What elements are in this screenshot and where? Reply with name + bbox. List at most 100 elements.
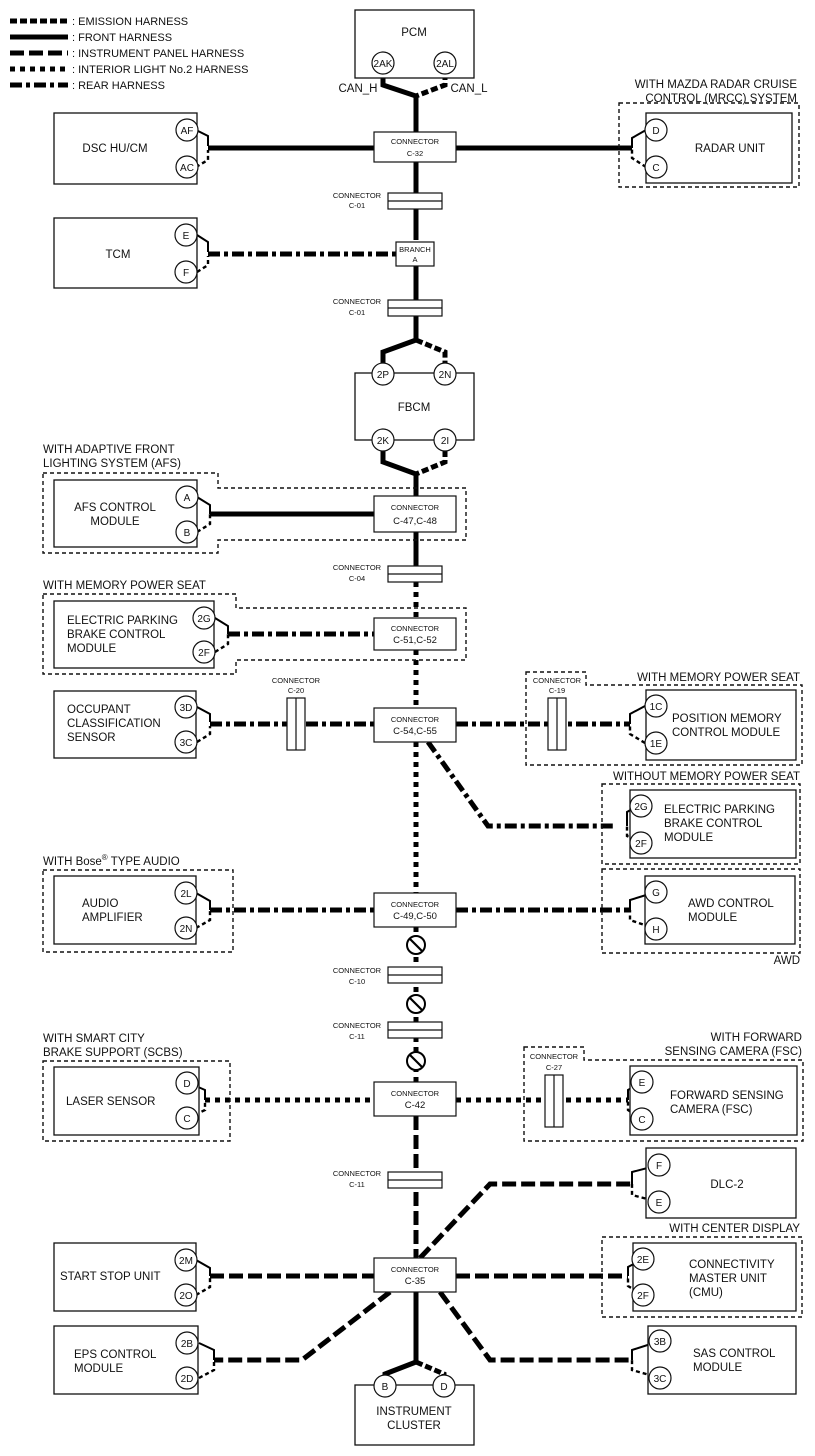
eps-pin-2d: 2D xyxy=(181,1374,194,1385)
afs-label-line1: AFS CONTROL xyxy=(74,502,156,514)
fbcm-label: FBCM xyxy=(398,402,431,414)
module-epb1: ELECTRIC PARKING BRAKE CONTROL MODULE 2G… xyxy=(53,600,216,669)
audio-label-line2: AMPLIFIER xyxy=(82,912,143,924)
awd-option-border xyxy=(601,868,801,954)
svg-text:CONNECTOR: CONNECTOR xyxy=(391,137,440,146)
fsc-option-border xyxy=(523,1046,804,1142)
connector-c32: CONNECTOR C-32 xyxy=(373,131,457,163)
connector-c42: CONNECTOR C-42 xyxy=(373,1081,457,1117)
svg-text:CONNECTOR: CONNECTOR xyxy=(391,900,440,909)
connector-c11-b: CONNECTOR C-11 xyxy=(333,1169,443,1189)
fbcm-pin-2i: 2I xyxy=(441,436,449,447)
pcm-pin-2al: 2AL xyxy=(436,59,454,70)
laser-condition-line1: WITH SMART CITY xyxy=(43,1033,145,1045)
module-fbcm: FBCM 2P 2N 2K 2I xyxy=(354,362,475,452)
radar-condition-line1: WITH MAZDA RADAR CRUISE xyxy=(635,79,798,91)
audio-pin-2l: 2L xyxy=(180,889,192,900)
eps-pin-2b: 2B xyxy=(181,1339,194,1350)
pmcm-condition: WITH MEMORY POWER SEAT xyxy=(637,672,800,684)
wire-fbcm-2i xyxy=(415,450,448,477)
svg-text:CONNECTOR: CONNECTOR xyxy=(391,715,440,724)
svg-text:BRANCH: BRANCH xyxy=(399,245,431,254)
audio-label-line1: AUDIO xyxy=(82,898,118,910)
module-dsc: DSC HU/CM AF AC xyxy=(53,112,199,185)
connector-c51-c52: CONNECTOR C-51,C-52 xyxy=(373,617,457,651)
cmu-condition: WITH CENTER DISPLAY xyxy=(669,1223,800,1235)
svg-text:CONNECTOR: CONNECTOR xyxy=(391,1265,440,1274)
wire-ocs-3c xyxy=(196,726,212,744)
legend: : EMISSION HARNESS : FRONT HARNESS : INS… xyxy=(10,16,248,92)
wire-c35-dlc xyxy=(418,1181,632,1260)
legend-label-rear: : REAR HARNESS xyxy=(72,80,165,92)
pmcm-label-line2: CONTROL MODULE xyxy=(672,727,781,739)
ic-label-line2: CLUSTER xyxy=(387,1420,441,1432)
connector-c10: CONNECTOR C-10 xyxy=(333,966,443,986)
optional-borders xyxy=(42,102,804,1318)
ocs-label-line1: OCCUPANT xyxy=(67,704,131,716)
svg-text:A: A xyxy=(412,255,417,264)
svg-text:C-47,C-48: C-47,C-48 xyxy=(393,516,437,527)
epb1-option-border xyxy=(42,593,467,675)
ssu-pin-2m: 2M xyxy=(179,1256,193,1267)
module-ocs: OCCUPANT CLASSIFICATION SENSOR 3D 3C xyxy=(53,690,198,759)
laser-label: LASER SENSOR xyxy=(66,1096,155,1108)
dsc-pin-af: AF xyxy=(181,126,194,137)
svg-text:CONNECTOR: CONNECTOR xyxy=(333,966,382,975)
wire-pmcm-1c xyxy=(629,705,646,724)
laser-pin-d: D xyxy=(183,1079,190,1090)
svg-text:C-19: C-19 xyxy=(549,686,565,695)
afs-label-line2: MODULE xyxy=(90,516,140,528)
epb1-pin-2g: 2G xyxy=(197,614,211,625)
ic-label-line1: INSTRUMENT xyxy=(376,1406,451,1418)
legend-label-instrument: : INSTRUMENT PANEL HARNESS xyxy=(72,48,244,60)
svg-text:CONNECTOR: CONNECTOR xyxy=(391,503,440,512)
radar-condition-line2: CONTROL (MRCC) SYSTEM xyxy=(645,93,797,105)
wire-ic-b xyxy=(382,1292,419,1380)
twisted-pair-icon xyxy=(406,935,426,1071)
awd-label-line2: MODULE xyxy=(688,912,738,924)
wire-ssu-2m xyxy=(195,1259,211,1276)
dlc-pin-f: F xyxy=(656,1161,662,1172)
module-sas: SAS CONTROL MODULE 3B 3C xyxy=(647,1325,797,1395)
svg-text:C-35: C-35 xyxy=(405,1276,426,1287)
module-fsc: FORWARD SENSING CAMERA (FSC) E C xyxy=(629,1065,798,1136)
epb1-pin-2f: 2F xyxy=(198,648,210,659)
svg-text:CONNECTOR: CONNECTOR xyxy=(333,563,382,572)
fsc-label-line2: CAMERA (FSC) xyxy=(670,1104,753,1116)
wire-c35-eps xyxy=(214,1290,392,1363)
wire-fsc-c xyxy=(626,1100,643,1121)
eps-label-line2: MODULE xyxy=(74,1363,124,1375)
svg-text:CONNECTOR: CONNECTOR xyxy=(333,297,382,306)
wire-fbcm-2n xyxy=(415,337,448,364)
epb1-condition: WITH MEMORY POWER SEAT xyxy=(43,580,206,592)
svg-text:C-32: C-32 xyxy=(407,149,423,158)
condition-labels: WITH MAZDA RADAR CRUISE CONTROL (MRCC) S… xyxy=(43,79,802,1235)
wire-c54-epb2 xyxy=(425,740,614,829)
laser-option-border xyxy=(42,1060,231,1142)
module-cmu: CONNECTIVITY MASTER UNIT (CMU) 2E 2F xyxy=(631,1242,797,1312)
radar-pin-c: C xyxy=(652,163,659,174)
audio-option-border xyxy=(42,869,234,953)
module-awd: AWD CONTROL MODULE G H xyxy=(644,875,796,945)
connector-c01-a: CONNECTOR C-01 xyxy=(333,191,443,210)
dsc-label: DSC HU/CM xyxy=(82,143,147,155)
sas-pin-3b: 3B xyxy=(654,1337,667,1348)
svg-text:C-51,C-52: C-51,C-52 xyxy=(393,635,437,646)
wire-epb1-2g xyxy=(214,617,229,634)
connectors: CONNECTOR C-32 CONNECTOR C-01 BRANCH A C… xyxy=(272,131,582,1293)
cmu-label-line3: (CMU) xyxy=(689,1287,723,1299)
awd-condition: AWD xyxy=(774,955,800,967)
epb2-label-line3: MODULE xyxy=(664,832,714,844)
wire-audio-2l xyxy=(195,892,211,910)
cmu-option-border xyxy=(601,1236,803,1318)
sas-label-line1: SAS CONTROL xyxy=(693,1348,776,1360)
pcm-pin-2ak: 2AK xyxy=(374,59,393,70)
wire-epb1-2f xyxy=(214,634,230,654)
sas-pin-3c: 3C xyxy=(654,1374,667,1385)
connector-c27: CONNECTOR C-27 xyxy=(530,1052,579,1128)
wire-eps-2d xyxy=(198,1360,216,1380)
connector-c11-a: CONNECTOR C-11 xyxy=(333,1021,443,1041)
legend-label-interior: : INTERIOR LIGHT No.2 HARNESS xyxy=(72,64,248,76)
legend-label-front: : FRONT HARNESS xyxy=(72,32,172,44)
svg-text:CONNECTOR: CONNECTOR xyxy=(391,624,440,633)
